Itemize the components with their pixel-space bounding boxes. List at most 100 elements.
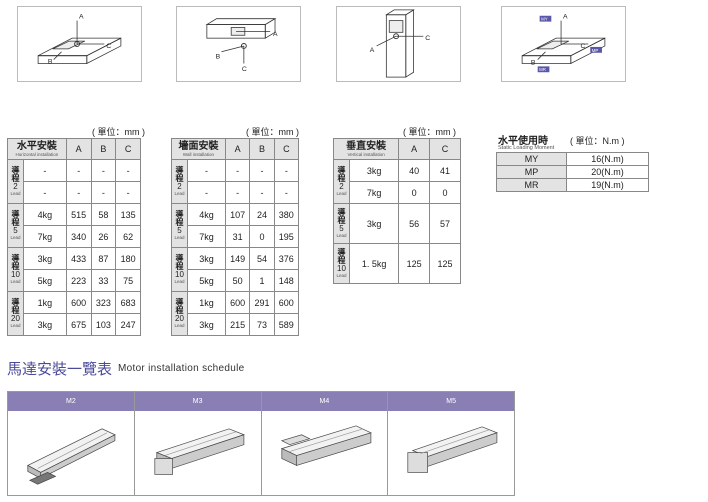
moment-row: MY 16(N.m) (496, 152, 649, 166)
value-cell: 33 (90, 269, 117, 292)
value-cell: - (65, 181, 92, 204)
value-cell: 380 (273, 203, 300, 226)
static-moment-table: MY 16(N.m) MP 20(N.m) MR 19(N.m) (496, 152, 649, 192)
load-cell: 3kg (187, 247, 226, 270)
value-cell: - (115, 159, 141, 182)
lead-label-en: Lead (10, 323, 21, 328)
value-cell: 0 (398, 181, 431, 204)
value-cell: 675 (65, 313, 92, 336)
lead-value: 5 (339, 224, 344, 233)
moment-value: 16(N.m) (566, 152, 649, 166)
value-cell: 323 (90, 291, 117, 314)
motor-m4-image (261, 410, 388, 495)
lead-label-en: Lead (174, 235, 185, 240)
value-cell: 54 (249, 247, 275, 270)
diagram-label-c: C (581, 43, 586, 50)
lead-value: 10 (11, 270, 20, 279)
value-cell: 1 (249, 269, 275, 292)
value-cell: 56 (398, 203, 431, 244)
load-cell: 7kg (348, 181, 400, 204)
motor-column-m3: M3 (134, 392, 262, 495)
column-header: C (273, 138, 300, 160)
unit-label-moment: ( 單位：N.m ) (570, 136, 625, 146)
value-cell: 107 (224, 203, 251, 226)
value-cell: 433 (65, 247, 92, 270)
value-cell: 41 (429, 159, 461, 182)
motor-header-m2: M2 (8, 392, 134, 411)
table-title: 水平安裝 (16, 141, 57, 152)
diagram-label-b: B (48, 58, 53, 65)
load-cell: 3kg (187, 313, 226, 336)
moment-row: MP 20(N.m) (496, 165, 649, 179)
table-subtitle: Wall installation (182, 152, 215, 157)
diagram-label-a: A (563, 14, 568, 21)
unit-label-wall: ( 單位：mm ) (246, 127, 299, 137)
load-cell: 7kg (187, 225, 226, 248)
mr-tag (537, 66, 550, 73)
column-header: C (115, 138, 141, 160)
lead-value: 2 (13, 182, 18, 191)
lead-label: 導程 (11, 298, 20, 314)
value-cell: 87 (90, 247, 117, 270)
load-cell: 7kg (23, 225, 67, 248)
value-cell: - (224, 181, 251, 204)
load-cell: 3kg (23, 313, 67, 336)
value-cell: 600 (273, 291, 300, 314)
value-cell: 40 (398, 159, 431, 182)
table-title: 墻面安裝 (178, 141, 219, 152)
value-cell: 215 (224, 313, 251, 336)
lead-value: 5 (177, 226, 182, 235)
mp-tag (590, 46, 602, 53)
value-cell: 180 (115, 247, 141, 270)
lead-label-en: Lead (336, 233, 347, 238)
diagram-wall: B A C (176, 6, 301, 82)
moment-value: 20(N.m) (566, 165, 649, 179)
value-cell: 125 (429, 243, 461, 284)
load-cell: - (23, 159, 67, 182)
column-header: A (224, 138, 251, 160)
load-cell: - (187, 159, 226, 182)
motor-column-m4: M4 (261, 392, 389, 495)
motor-header-m4: M4 (261, 392, 388, 411)
motor-column-m5: M5 (388, 392, 514, 495)
value-cell: 103 (90, 313, 117, 336)
lead-label-en: Lead (336, 191, 347, 196)
value-cell: 148 (273, 269, 300, 292)
lead-label: 導程 (337, 248, 346, 264)
lead-value: 10 (175, 270, 184, 279)
moment-title: 水平使用時 (498, 132, 548, 147)
value-cell: 75 (115, 269, 141, 292)
load-cell: 3kg (348, 159, 400, 182)
value-cell: 589 (273, 313, 300, 336)
value-cell: 223 (65, 269, 92, 292)
motor-m3-image (134, 410, 261, 495)
value-cell: - (90, 159, 117, 182)
value-cell: 600 (65, 291, 92, 314)
value-cell: 24 (249, 203, 275, 226)
value-cell: 291 (249, 291, 275, 314)
diagram-label-c: C (425, 35, 430, 42)
motor-m2-image (8, 410, 134, 495)
moment-row: MR 19(N.m) (496, 178, 649, 192)
